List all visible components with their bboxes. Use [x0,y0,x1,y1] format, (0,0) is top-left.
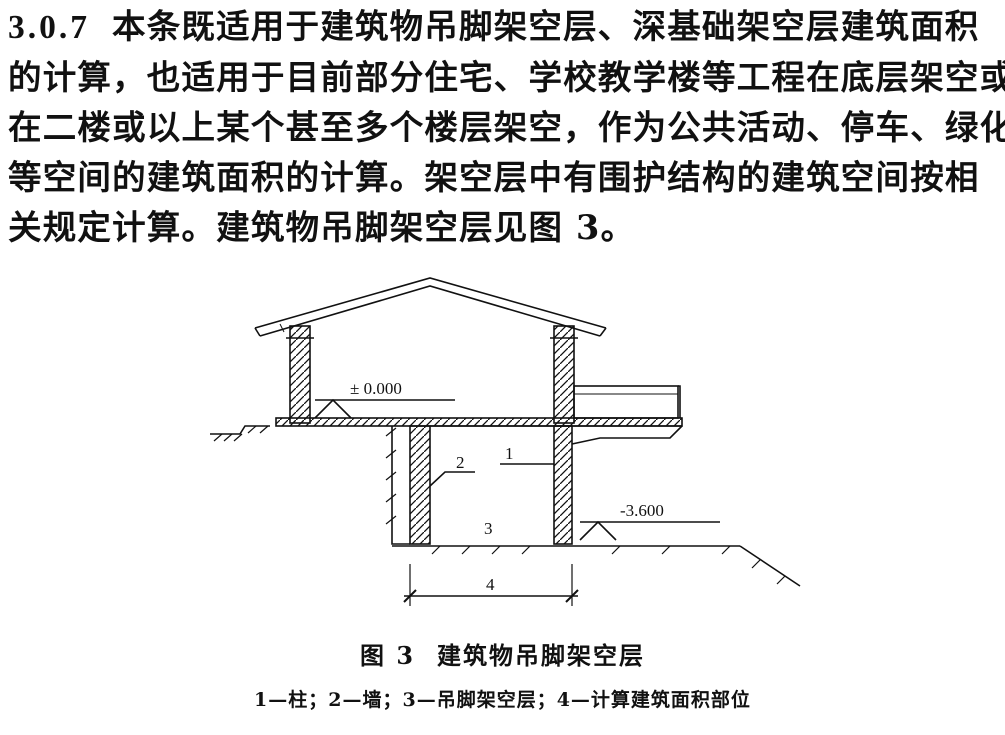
figure-number: 图 3 [359,641,416,670]
figure-legend: 1—柱；2—墙；3—吊脚架空层；4—计算建筑面积部位 [254,689,751,711]
clause-number: 3.0.7 [8,9,90,46]
clause-line-5: 关规定计算。建筑物吊脚架空层见图 3。 [8,208,636,247]
clause-paragraph: 3.0.7 本条既适用于建筑物吊脚架空层、深基础架空层建筑面积 的计算，也适用于目… [8,2,1005,253]
part-3-label: 3 [484,519,493,538]
clause-line-4: 等空间的建筑面积的计算。架空层中有围护结构的建筑空间按相 [8,158,980,197]
upper-left-column [286,325,314,424]
figure-caption: 图 3 建筑物吊脚架空层 [0,636,1005,671]
stilt-column [553,425,683,545]
elevation-marker-upper [314,398,455,419]
elevation-marker-lower [579,520,720,541]
lower-ground [392,545,801,587]
floor-slab [275,417,683,427]
part-1-label: 1 [505,444,514,463]
roof [254,277,607,337]
elevation-upper-label: ± 0.000 [350,379,402,398]
left-ground [210,425,270,442]
stilt-floor-diagram: ± 0.000 -3.600 1 2 3 4 [210,277,801,606]
elevation-lower-label: -3.600 [620,501,664,520]
clause-line-2: 的计算，也适用于目前部分住宅、学校教学楼等工程在底层架空或 [8,58,1005,97]
terrace [573,385,681,419]
clause-line-1: 3.0.7 本条既适用于建筑物吊脚架空层、深基础架空层建筑面积 [8,2,1000,53]
clause-line-3: 在二楼或以上某个甚至多个楼层架空，作为公共活动、停车、绿化 [8,108,1005,147]
part-4-label: 4 [486,575,495,594]
figure-title: 建筑物吊脚架空层 [437,641,646,670]
leader-2 [429,471,475,487]
retaining-wall [385,425,431,545]
part-2-label: 2 [456,453,465,472]
clause-line-1-text: 本条既适用于建筑物吊脚架空层、深基础架空层建筑面积 [112,7,980,46]
dimension-line [403,564,579,606]
